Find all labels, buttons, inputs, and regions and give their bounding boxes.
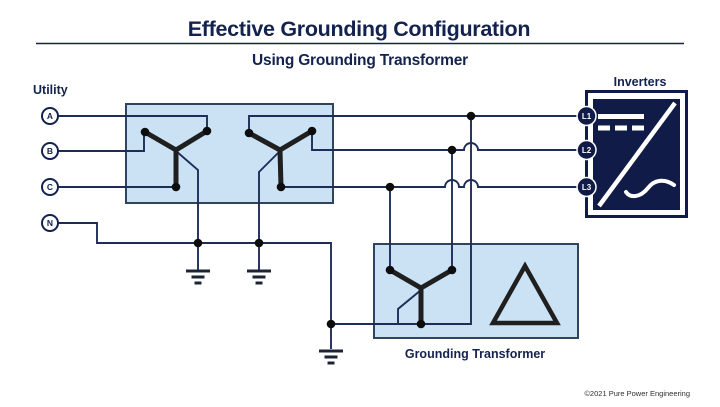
- terminal-label: N: [47, 218, 53, 228]
- junction-dot: [385, 182, 395, 192]
- wire-gt-to-l1-ground-link: [331, 116, 472, 325]
- terminal-circle: [41, 214, 59, 232]
- dc-dash: [615, 125, 627, 131]
- grounding-transformer-label: Grounding Transformer: [405, 347, 545, 361]
- junction-dot: [326, 319, 336, 329]
- inverter-terminal-l3: L3: [576, 176, 597, 198]
- junction-dot: [140, 127, 150, 137]
- dc-dash: [598, 125, 610, 131]
- junction-dot: [416, 319, 426, 329]
- junction-dot: [385, 265, 395, 275]
- terminal-circle: [576, 139, 597, 161]
- wye-winding-icon: [246, 128, 315, 190]
- earth-ground-icon: [186, 269, 210, 285]
- wiring: [58, 115, 577, 349]
- terminal-label: B: [47, 146, 53, 156]
- junction-dot: [202, 126, 212, 136]
- junction-dot: [447, 265, 457, 275]
- wire-wye2-neutral-ground: [258, 150, 281, 271]
- wire-phase-a: [58, 115, 208, 131]
- junction-dot: [307, 126, 317, 136]
- terminal-circle: [576, 105, 597, 127]
- utility-terminal-c: C: [41, 178, 59, 196]
- wire-neutral: [58, 222, 332, 349]
- page-subtitle: Using Grounding Transformer: [252, 52, 468, 69]
- inverter-diagonal: [597, 101, 677, 208]
- terminal-label: L3: [582, 183, 592, 192]
- terminal-circle: [576, 176, 597, 198]
- dc-symbol-icon: [598, 114, 644, 131]
- utility-terminal-n: N: [41, 214, 59, 232]
- terminal-circle: [41, 107, 59, 125]
- inverter-terminal-l2: L2: [576, 139, 597, 161]
- inverter-dc-ac-icon: [585, 90, 688, 218]
- copyright-text: ©2021 Pure Power Engineering: [584, 389, 690, 398]
- terminal-label: L1: [582, 112, 592, 121]
- junction-dot: [171, 182, 181, 192]
- junction-dot: [447, 145, 457, 155]
- dc-solid-bar: [598, 114, 644, 119]
- terminal-label: C: [47, 182, 53, 192]
- main-transformer-box: [125, 103, 334, 204]
- terminal-circle: [41, 142, 59, 160]
- utility-terminal-b: B: [41, 142, 59, 160]
- page-title: Effective Grounding Configuration: [188, 17, 530, 41]
- dc-dash: [632, 125, 644, 131]
- wire-gt-wye-neutral: [397, 289, 422, 324]
- inverter-terminal-l1: L1: [576, 105, 597, 127]
- junction-dot: [276, 182, 286, 192]
- wire-phase-b: [58, 132, 145, 152]
- wye-winding-icon: [142, 128, 210, 190]
- wire-wye1-neutral-ground: [175, 150, 199, 271]
- junction-dot: [254, 238, 264, 248]
- junction-dot: [466, 111, 476, 121]
- utility-label: Utility: [33, 83, 68, 97]
- wire-l3: [281, 179, 577, 188]
- delta-winding-icon: [489, 261, 561, 326]
- ac-sine-icon: [624, 178, 676, 199]
- earth-ground-icon: [247, 269, 271, 285]
- terminal-circle: [41, 178, 59, 196]
- wye-winding-icon: [387, 267, 455, 327]
- terminal-label: A: [47, 111, 53, 121]
- utility-terminal-a: A: [41, 107, 59, 125]
- junction-dots: [140, 111, 476, 329]
- junction-dot: [193, 238, 203, 248]
- junction-dot: [244, 128, 254, 138]
- terminal-label: L2: [582, 146, 592, 155]
- earth-ground-icon: [319, 349, 343, 365]
- wire-l2: [311, 131, 577, 151]
- inverters-label: Inverters: [614, 75, 667, 89]
